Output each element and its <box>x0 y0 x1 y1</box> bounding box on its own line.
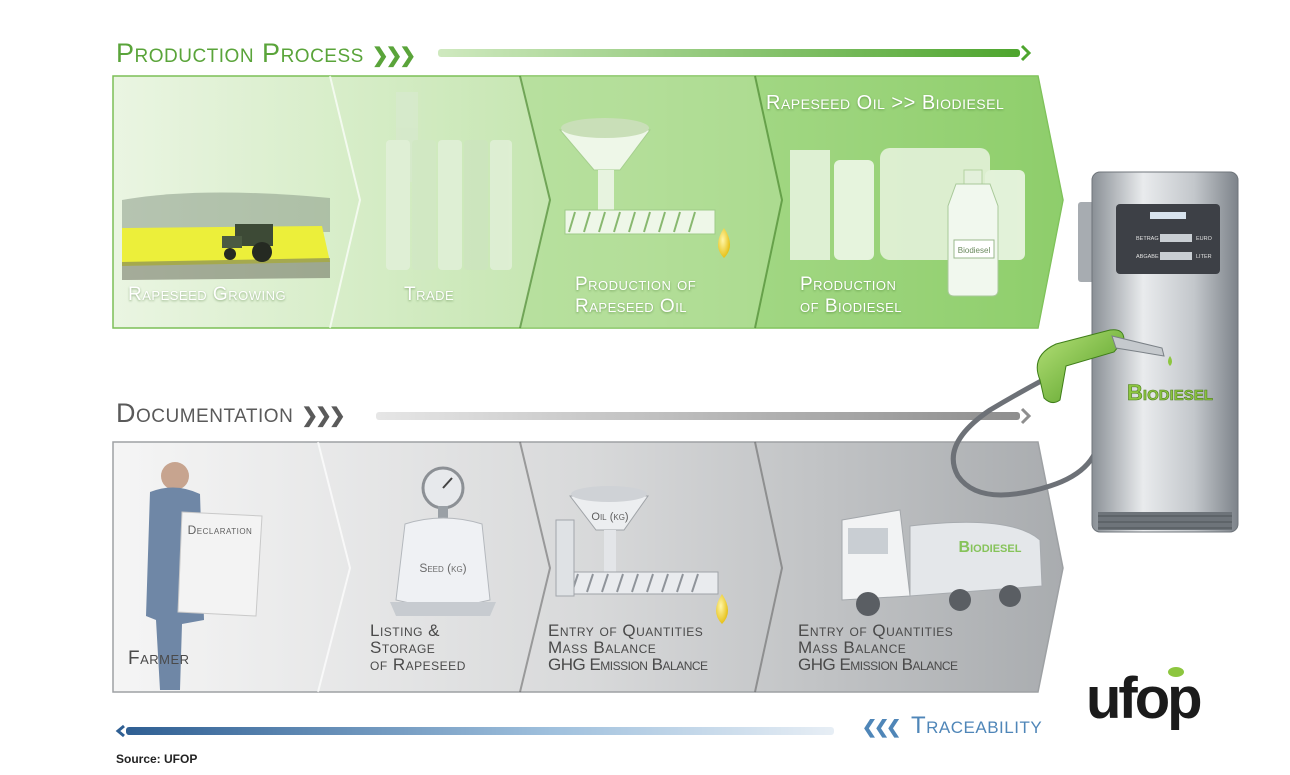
documentation-heading-text: Documentation <box>116 398 294 428</box>
pump-row1-right: EURO <box>1196 236 1213 242</box>
fuel-pump: BETRAG EURO ABGABE LITER Biodiesel <box>1078 171 1239 533</box>
ufop-logo-text: ufop <box>1086 666 1201 730</box>
doc-listing-line1: Listing & <box>370 621 441 640</box>
stage-rapeseed-oil-line2: Rapeseed Oil <box>575 296 688 317</box>
production-progress-line <box>438 49 1020 57</box>
documentation-heading: Documentation ❯❯❯ <box>116 398 346 429</box>
documentation-line-chevron-icon <box>1020 407 1032 425</box>
farmer-illustration: Declaration <box>146 462 263 690</box>
pump-brand: Biodiesel <box>1127 380 1213 405</box>
rapeseed-field-illustration <box>122 192 330 280</box>
grain-silo-illustration <box>386 92 512 270</box>
pump-hose <box>950 369 1103 498</box>
pump-row2-right: LITER <box>1196 254 1212 260</box>
stage-rapeseed-growing-label: Rapeseed Growing <box>128 284 287 305</box>
traceability-label: ❮❮❮ Traceability <box>862 712 1042 740</box>
production-heading-text: Production Process <box>116 38 364 68</box>
ufop-logo: ufop <box>1086 666 1204 730</box>
pump-row1-left: BETRAG <box>1136 236 1159 242</box>
doc-listing-label: Listing & Storage of Rapeseed <box>370 622 466 673</box>
documentation-band <box>112 441 1064 693</box>
doc-listing-line2: Storage <box>370 638 436 657</box>
stage-trade-label: Trade <box>404 284 455 305</box>
stage-rapeseed-oil-line1: Production of <box>575 274 697 295</box>
doc-entry-biodiesel-line3: GHG Emission Balance <box>798 655 958 674</box>
production-line-chevron-icon <box>1020 44 1032 62</box>
tanker-truck-illustration: Biodiesel <box>841 509 1043 616</box>
pump-row2-left: ABGABE <box>1136 254 1159 260</box>
biodiesel-bottle-illustration: Biodiesel <box>947 169 999 297</box>
doc-listing-line3: of Rapeseed <box>370 655 466 674</box>
doc-entry-oil-label: Entry of Quantities Mass Balance GHG Emi… <box>548 622 708 673</box>
truck-label: Biodiesel <box>959 539 1022 556</box>
traceability-line <box>126 727 834 735</box>
oil-press-gray-illustration: Oil (kg) <box>555 486 728 624</box>
doc-entry-biodiesel-label: Entry of Quantities Mass Balance GHG Emi… <box>798 622 958 673</box>
traceability-start-chevron-icon <box>115 724 125 738</box>
production-arrows-icon: ❯❯❯ <box>371 45 416 67</box>
production-process-heading: Production Process ❯❯❯ <box>116 38 416 69</box>
doc-entry-oil-line3: GHG Emission Balance <box>548 655 708 674</box>
oil-label: Oil (kg) <box>591 511 628 523</box>
doc-entry-biodiesel-line2: Mass Balance <box>798 638 907 657</box>
bottle-label: Biodiesel <box>958 246 991 255</box>
stage-biodiesel-line1: Production <box>800 274 897 295</box>
doc-farmer-label: Farmer <box>128 648 190 669</box>
declaration-label: Declaration <box>188 523 253 537</box>
stage-biodiesel-label: Production of Biodiesel <box>800 274 902 318</box>
traceability-arrows-icon: ❮❮❮ <box>862 717 901 737</box>
doc-entry-biodiesel-line1: Entry of Quantities <box>798 621 954 640</box>
source-caption: Source: UFOP <box>116 752 198 766</box>
doc-entry-oil-line1: Entry of Quantities <box>548 621 704 640</box>
oil-drop-icon <box>718 228 730 258</box>
rapeseed-oil-biodiesel-banner: Rapeseed Oil >> Biodiesel <box>766 92 1005 114</box>
stage-biodiesel-line2: of Biodiesel <box>800 296 902 317</box>
documentation-arrows-icon: ❯❯❯ <box>301 405 345 427</box>
stage-rapeseed-oil-label: Production of Rapeseed Oil <box>575 274 696 318</box>
oil-press-illustration <box>558 118 730 258</box>
seed-scale-illustration: Seed (kg) <box>390 466 496 616</box>
logo-leaf-icon <box>1168 667 1184 677</box>
documentation-progress-line <box>376 412 1020 420</box>
seed-label: Seed (kg) <box>419 561 466 575</box>
oil-drop-gray-icon <box>716 594 728 624</box>
traceability-text: Traceability <box>910 712 1043 739</box>
fuel-nozzle <box>1036 329 1172 404</box>
doc-entry-oil-line2: Mass Balance <box>548 638 657 657</box>
